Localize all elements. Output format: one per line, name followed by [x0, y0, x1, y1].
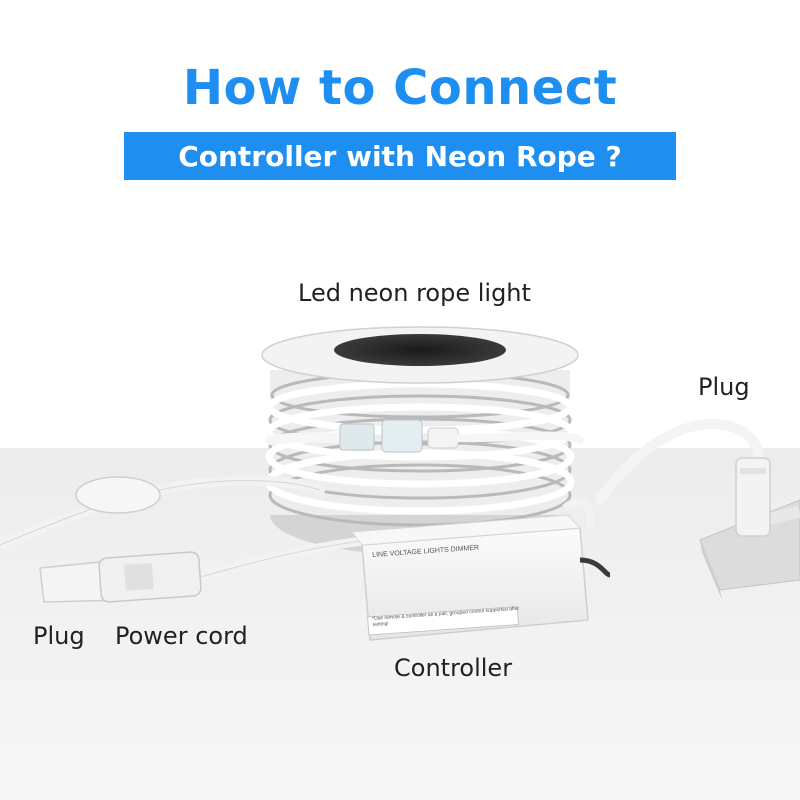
rope-connector: [265, 419, 584, 453]
subtitle-text: Controller with Neon Rope ?: [178, 139, 622, 173]
plug-right: [595, 418, 771, 537]
controller-box: [351, 498, 611, 641]
power-cord: [0, 475, 377, 585]
plug-left: [39, 551, 202, 603]
subtitle-banner: Controller with Neon Rope ?: [124, 132, 676, 180]
label-controller: Controller: [394, 654, 513, 682]
label-power-cord: Power cord: [115, 622, 248, 650]
label-plug-right: Plug: [698, 373, 750, 401]
page-title: How to Connect: [182, 60, 618, 116]
label-plug-left: Plug: [33, 622, 85, 650]
label-neon-rope: Led neon rope light: [298, 279, 531, 307]
